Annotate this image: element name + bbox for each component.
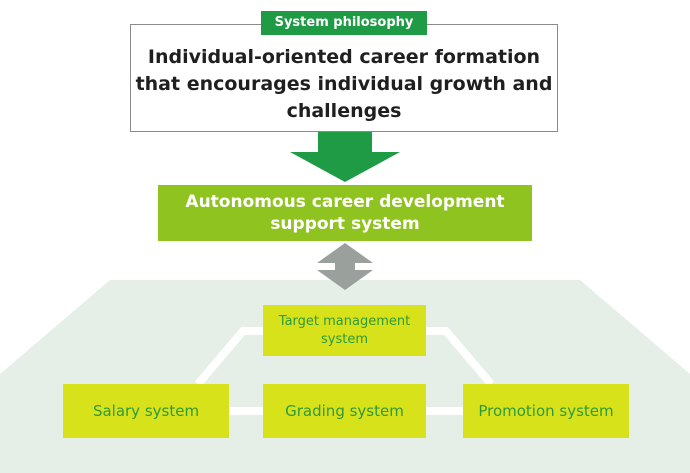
philosophy-badge: System philosophy (261, 11, 427, 35)
promotion-system-box: Promotion system (463, 384, 629, 438)
philosophy-text: Individual-oriented career formation tha… (135, 46, 553, 122)
grading-system-box: Grading system (263, 384, 426, 438)
salary-system-box: Salary system (63, 384, 229, 438)
connector-right (426, 327, 495, 387)
career-support-box: Autonomous career development support sy… (158, 185, 532, 241)
philosophy-box (130, 24, 558, 132)
target-management-box: Target management system (263, 305, 426, 356)
connector-left (194, 327, 263, 387)
double-arrow-icon (317, 243, 373, 290)
